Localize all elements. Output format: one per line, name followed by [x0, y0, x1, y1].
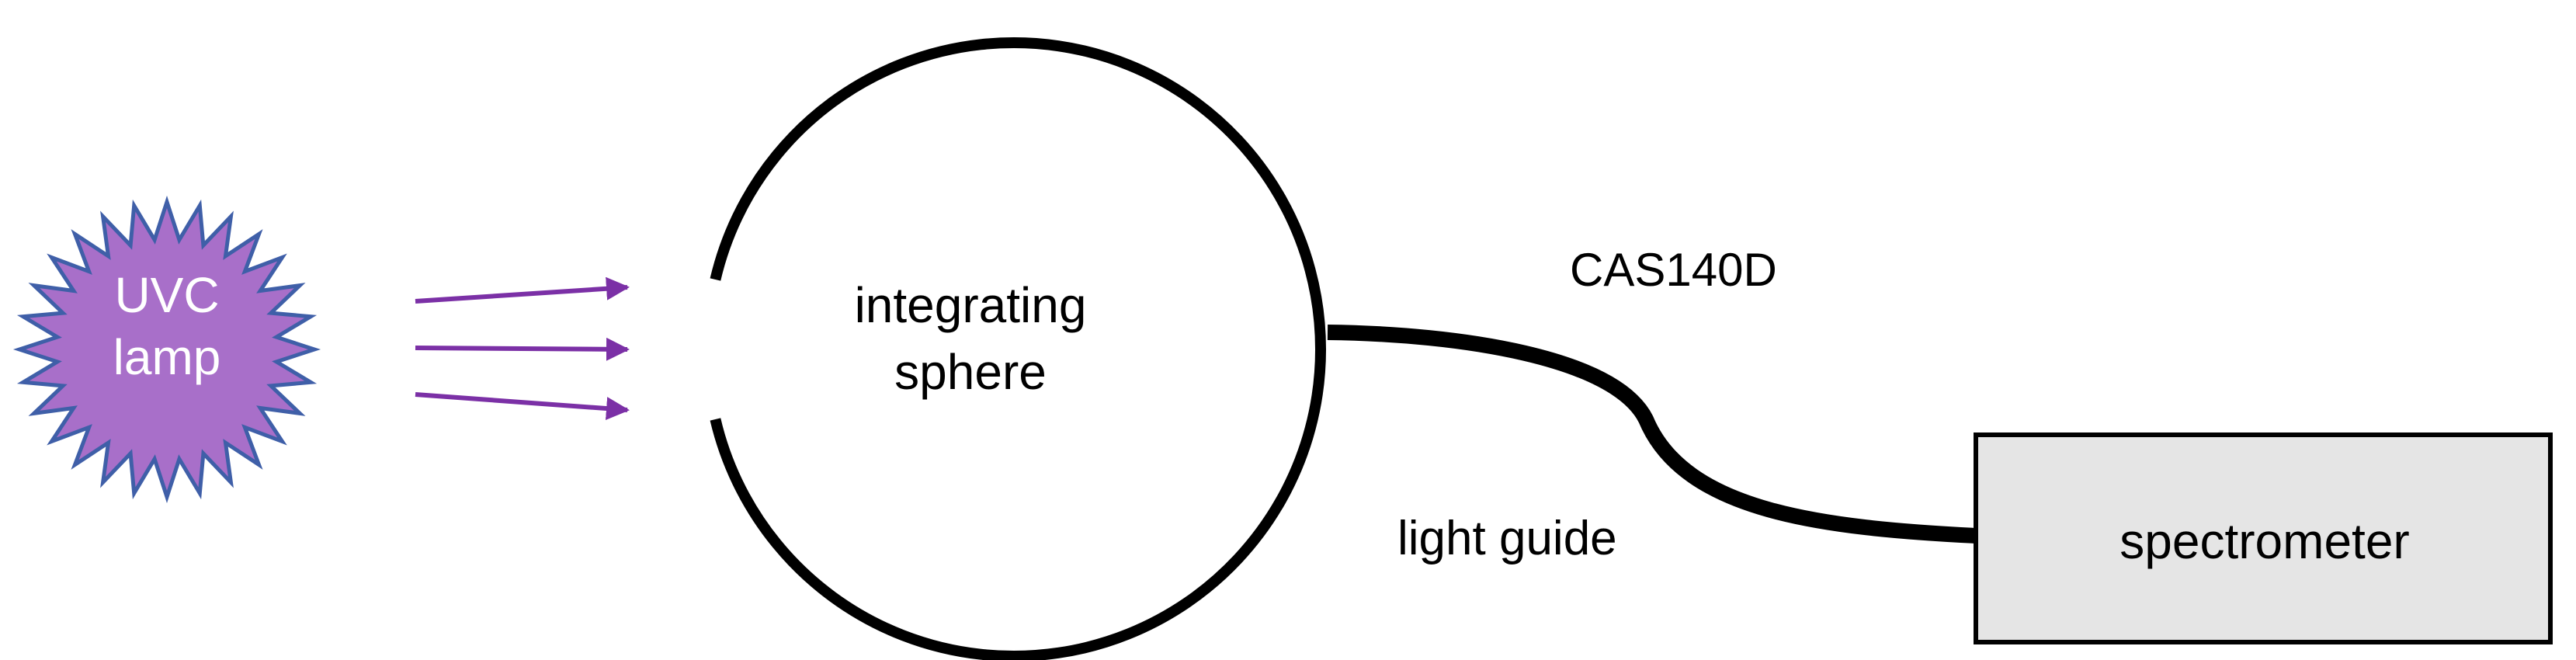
uvc-lamp-label: UVC lamp — [54, 264, 279, 388]
integrating-sphere-label: integrating sphere — [776, 272, 1165, 406]
light-ray-top — [415, 276, 630, 304]
uvc-lamp-label-line1: UVC — [114, 267, 220, 323]
integrating-sphere-label-line2: sphere — [894, 344, 1047, 401]
light-ray-bottom — [415, 392, 630, 420]
cable-model-label: CAS140D — [1570, 244, 1777, 296]
uvc-lamp-starburst — [12, 195, 321, 504]
uvc-lamp-label-line2: lamp — [113, 329, 221, 385]
light-guide-label: light guide — [1397, 512, 1617, 565]
spectrometer-box — [1974, 432, 2553, 644]
light-ray-middle — [415, 337, 630, 361]
light-guide-cable — [1327, 325, 1977, 544]
integrating-sphere-outline — [710, 37, 1326, 660]
spectrometer-label: spectrometer — [2119, 513, 2410, 569]
integrating-sphere-label-line1: integrating — [854, 277, 1087, 333]
